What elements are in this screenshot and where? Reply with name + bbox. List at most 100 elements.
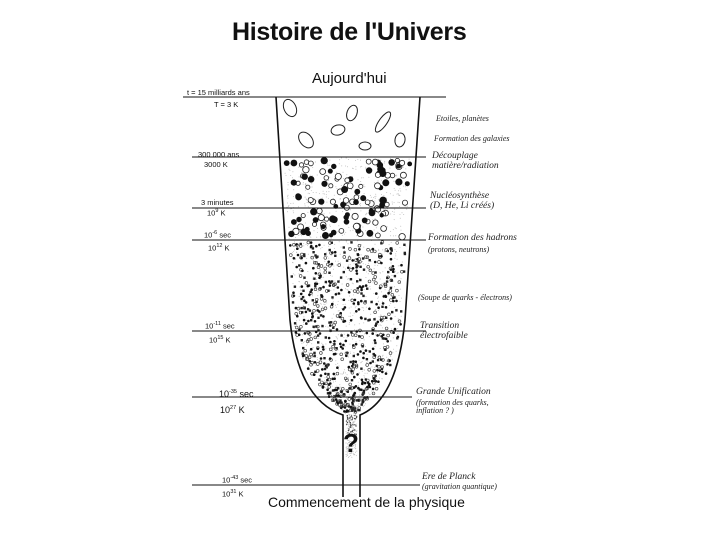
particle-quark bbox=[328, 280, 331, 283]
stipple-dot bbox=[369, 270, 370, 271]
stipple-dot bbox=[303, 322, 304, 323]
stipple-dot bbox=[299, 287, 300, 288]
stipple-dot bbox=[287, 196, 288, 197]
right-label-soupe: (Soupe de quarks - électrons) bbox=[418, 293, 512, 302]
particle-quark bbox=[377, 306, 380, 309]
stipple-dot bbox=[371, 391, 372, 392]
stipple-dot bbox=[341, 247, 342, 248]
stipple-dot bbox=[352, 417, 353, 418]
particle-hadron bbox=[351, 379, 353, 381]
stipple-dot bbox=[359, 392, 360, 393]
stipple-dot bbox=[332, 386, 333, 387]
stipple-dot bbox=[335, 364, 336, 365]
stipple-dot bbox=[346, 195, 347, 196]
right-label-etoiles: Etoiles, planètes bbox=[436, 114, 489, 123]
stipple-dot bbox=[338, 369, 339, 370]
particle-nucleus bbox=[295, 193, 301, 199]
particle-electron bbox=[349, 248, 352, 251]
particle-quark bbox=[293, 257, 296, 260]
stipple-dot bbox=[347, 422, 348, 423]
stipple-dot bbox=[383, 209, 384, 210]
stipple-dot bbox=[394, 214, 395, 215]
stipple-dot bbox=[346, 174, 347, 175]
particle-atom bbox=[372, 159, 378, 165]
stipple-dot bbox=[340, 254, 341, 255]
stipple-dot bbox=[348, 357, 349, 358]
stipple-dot bbox=[298, 235, 299, 236]
particle-hadron bbox=[350, 278, 352, 280]
stipple-dot bbox=[395, 235, 396, 236]
particle-atom bbox=[304, 160, 309, 165]
particle-electron bbox=[351, 299, 354, 302]
stipple-dot bbox=[386, 371, 387, 372]
stipple-dot bbox=[360, 203, 361, 204]
stipple-dot bbox=[316, 192, 317, 193]
particle-electron bbox=[324, 267, 327, 270]
particle-hadron bbox=[343, 251, 345, 253]
particle-quark bbox=[369, 362, 372, 365]
stipple-dot bbox=[384, 161, 385, 162]
stipple-dot bbox=[298, 167, 299, 168]
stipple-dot bbox=[319, 193, 320, 194]
stipple-dot bbox=[350, 422, 351, 423]
particle-quark bbox=[338, 292, 341, 295]
stipple-dot bbox=[379, 316, 380, 317]
particle-electron bbox=[338, 264, 341, 267]
stipple-dot bbox=[349, 416, 350, 417]
particle-quark bbox=[308, 294, 311, 297]
particle-quark bbox=[305, 311, 308, 314]
particle-hadron bbox=[314, 285, 316, 287]
right-label-galaxies: Formation des galaxies bbox=[434, 134, 510, 143]
stipple-dot bbox=[309, 296, 310, 297]
stipple-dot bbox=[388, 358, 389, 359]
particle-quark bbox=[316, 283, 319, 286]
stipple-dot bbox=[346, 241, 347, 242]
stipple-dot bbox=[294, 275, 295, 276]
particle-hadron bbox=[362, 295, 364, 297]
stipple-dot bbox=[382, 327, 383, 328]
particle-quark bbox=[329, 341, 332, 344]
stipple-dot bbox=[289, 170, 290, 171]
particle-electron bbox=[378, 356, 381, 359]
stipple-dot bbox=[390, 235, 391, 236]
particle-atom bbox=[354, 195, 359, 200]
left-label-nucleo-time: 3 minutes bbox=[201, 199, 234, 207]
stipple-dot bbox=[378, 199, 379, 200]
particle-electron bbox=[300, 325, 303, 328]
particle-electron bbox=[313, 303, 316, 306]
particle-quark bbox=[359, 350, 362, 353]
stipple-dot bbox=[349, 203, 350, 204]
particle-electron bbox=[386, 346, 389, 349]
particle-quark bbox=[321, 295, 324, 298]
stipple-dot bbox=[331, 390, 332, 391]
stipple-dot bbox=[353, 413, 354, 414]
stipple-dot bbox=[387, 296, 388, 297]
stipple-dot bbox=[401, 278, 402, 279]
stipple-dot bbox=[390, 351, 391, 352]
stipple-dot bbox=[311, 343, 312, 344]
particle-electron bbox=[319, 361, 322, 364]
stipple-dot bbox=[313, 260, 314, 261]
stipple-dot bbox=[303, 243, 304, 244]
stipple-dot bbox=[334, 375, 335, 376]
particle-electron bbox=[348, 368, 351, 371]
particle-quark bbox=[385, 372, 388, 375]
particle-hadron bbox=[317, 317, 319, 319]
particle-atom bbox=[339, 229, 344, 234]
particle-hadron bbox=[340, 276, 342, 278]
particle-electron bbox=[297, 307, 300, 310]
stipple-dot bbox=[341, 298, 342, 299]
particle-hadron bbox=[331, 280, 333, 282]
stipple-dot bbox=[359, 323, 360, 324]
particle-hadron bbox=[327, 373, 329, 375]
stipple-dot bbox=[394, 258, 395, 259]
right-label-hadrons-sub: (protons, neutrons) bbox=[428, 245, 489, 254]
particle-electron bbox=[396, 289, 399, 292]
stipple-dot bbox=[340, 198, 341, 199]
particle-atom bbox=[395, 158, 399, 162]
particle-atom bbox=[335, 173, 341, 179]
stipple-dot bbox=[375, 346, 376, 347]
particle-quark bbox=[314, 320, 317, 323]
particle-hadron bbox=[386, 280, 388, 282]
stipple-dot bbox=[303, 245, 304, 246]
